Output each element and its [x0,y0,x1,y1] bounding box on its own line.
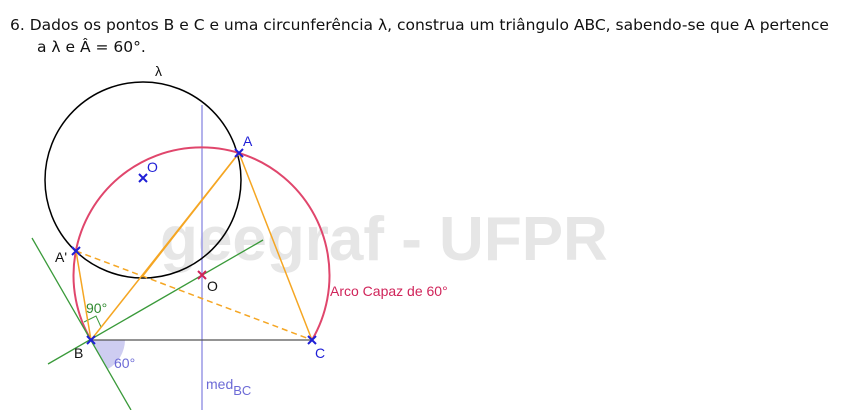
green-line-bo [47,239,264,365]
label-o-circle: O [147,159,158,175]
point-a [234,148,244,158]
label-med: medBC [206,376,251,398]
label-c: C [315,345,325,361]
watermark: geegraf - UFPR [160,205,608,274]
segment-apc-dashed [75,250,313,341]
point-a-prime [71,246,81,256]
angle-60-fill [91,340,125,369]
label-angle-90: 90° [86,300,107,316]
label-angle-60: 60° [114,355,135,371]
label-med-main: med [206,376,233,392]
label-arc-capaz: Arco Capaz de 60° [330,283,448,299]
label-b: B [74,345,83,361]
arc-capaz [72,146,331,341]
center-o-circle [138,173,148,183]
label-med-sub: BC [233,383,251,398]
problem-number: 6. [10,16,25,34]
problem-statement: 6. Dados os pontos B e C e uma circunfer… [10,14,829,58]
points [71,148,317,345]
label-lambda: λ [155,63,162,79]
problem-line-1: Dados os pontos B e C e uma circunferênc… [29,16,829,34]
problem-line-2: a λ e Â = 60°. [37,38,146,56]
circle-lambda [44,81,242,279]
segment-ac [238,152,313,341]
label-o-arc: O [207,278,218,294]
center-o-arc [197,270,207,280]
label-a: A [243,133,253,149]
segment-a-inner [141,152,240,278]
green-line-tangent [31,237,132,410]
segment-apb [75,250,92,341]
label-a-prime: A' [55,249,67,265]
point-b [86,335,96,345]
point-c [307,335,317,345]
